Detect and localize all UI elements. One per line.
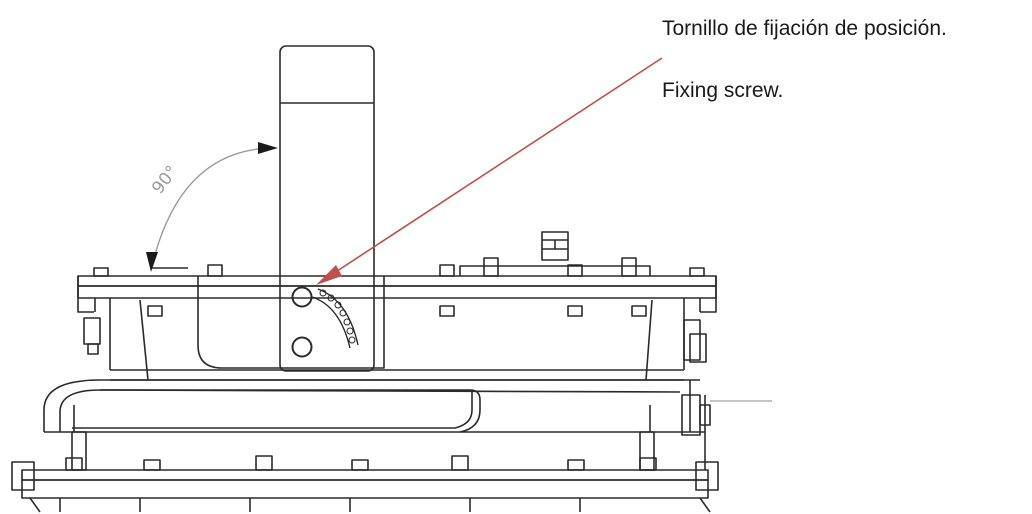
fixing-screw <box>291 286 313 308</box>
angle-label: 90° <box>148 162 182 198</box>
adjustment-slot <box>311 288 359 349</box>
upper-housing <box>109 298 685 381</box>
side-clamps <box>83 317 711 436</box>
angle-indicator: 90° <box>146 142 278 272</box>
base-bolts <box>65 455 657 471</box>
bracket-saddle <box>197 276 385 369</box>
lower-screw <box>291 336 313 358</box>
top-plate <box>77 275 717 313</box>
callout-arrow <box>316 57 663 285</box>
top-cover <box>459 231 651 276</box>
callout-label-spanish: Tornillo de fijación de posición. <box>662 17 947 40</box>
mounting-bracket <box>279 45 375 372</box>
lower-housing <box>43 379 706 471</box>
callout-label-english: Fixing screw. <box>662 79 784 102</box>
top-bolts <box>93 257 705 277</box>
